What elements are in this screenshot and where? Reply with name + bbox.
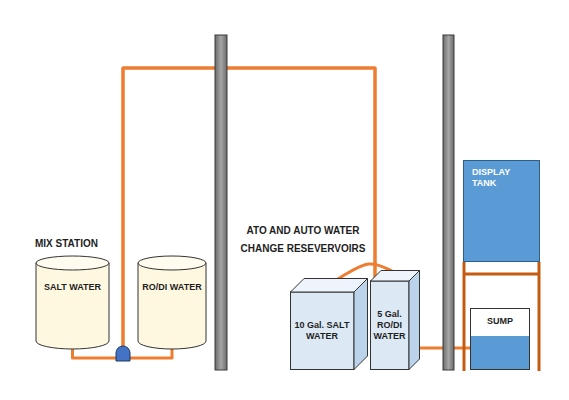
rodi-water-barrel: RO/DI WATER (137, 255, 207, 350)
barrel-body (36, 263, 109, 349)
barrel-body (138, 263, 206, 349)
reservoir-front (371, 281, 410, 370)
node-text-box: RO/DI WATER (140, 272, 204, 302)
node-text-box: SALT WATER (38, 272, 107, 302)
barrel-top (36, 256, 109, 270)
node-text-box: SUMP (471, 313, 529, 329)
rodi-water-reservoir: 5 Gal. RO/DI WATER (370, 270, 420, 370)
node-text-box: DISPLAY TANK (472, 167, 524, 197)
reservoir-front (291, 292, 355, 370)
node-label: SALT WATER (44, 282, 101, 293)
area-label: MIX STATION (35, 238, 135, 250)
stand-leg (463, 262, 466, 371)
display-tank: DISPLAY TANK (463, 160, 540, 262)
barrel-top (138, 256, 206, 270)
area-label: ATO AND AUTO WATER CHANGE RESEVERVOIRS (236, 222, 370, 258)
pump-symbol (116, 346, 130, 361)
salt-water-reservoir: 10 Gal. SALT WATER (290, 278, 368, 370)
node-label: 5 Gal. RO/DI WATER (372, 309, 407, 342)
node-text-box: 5 Gal. RO/DI WATER (372, 285, 407, 366)
node-label: DISPLAY TANK (472, 167, 524, 189)
barrel-outline (35, 255, 110, 350)
node-label: 10 Gal. SALT WATER (292, 320, 352, 342)
wall (443, 35, 454, 370)
stand-leg (538, 262, 541, 371)
node-text-box: 10 Gal. SALT WATER (292, 296, 352, 366)
reservoir-side (409, 271, 420, 370)
stand-brace (464, 273, 539, 276)
salt-water-barrel: SALT WATER (35, 255, 110, 350)
node-label: RO/DI WATER (142, 282, 201, 293)
wall (215, 35, 227, 370)
sump-water (471, 336, 529, 369)
barrel-outline (137, 255, 207, 350)
sump-tank: SUMP (470, 308, 530, 370)
node-label: SUMP (487, 316, 513, 327)
reservoir-side (354, 279, 368, 370)
